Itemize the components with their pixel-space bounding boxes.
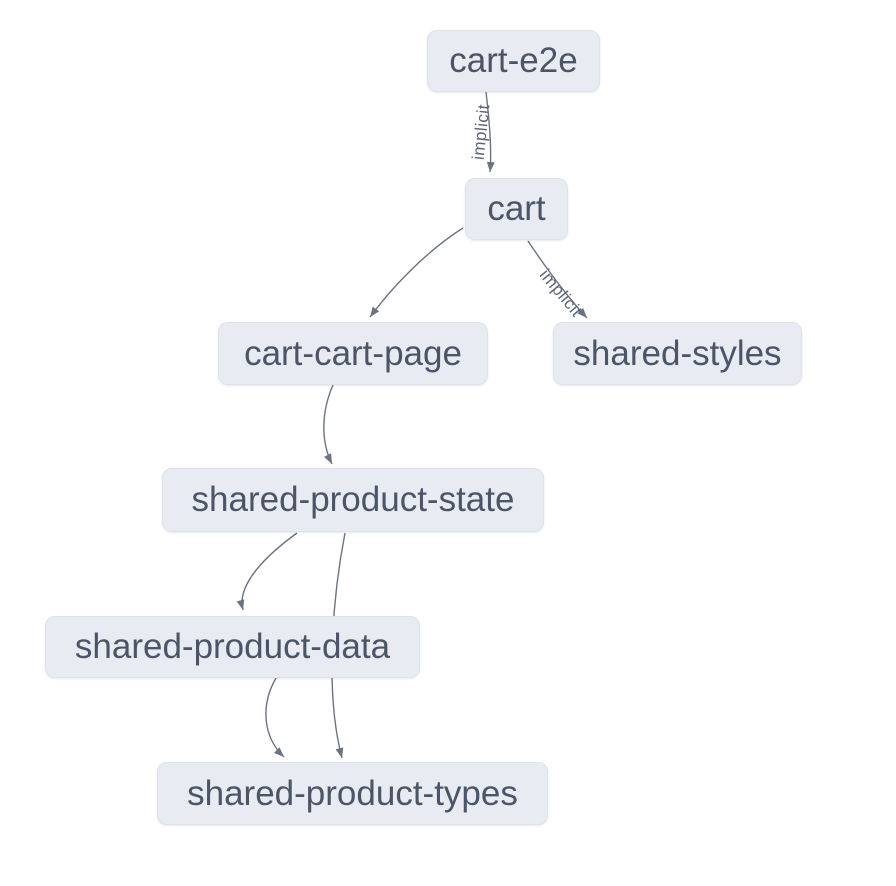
edge-cart-to-shared-styles	[527, 240, 588, 319]
edge-cart-e2e-to-cart	[485, 91, 495, 173]
node-label: shared-product-data	[74, 627, 391, 666]
graph-node-shared-product-state[interactable]: shared-product-state	[162, 468, 544, 532]
edge-shared-product-state-to-shared-product-data	[236, 532, 298, 611]
node-label: shared-styles	[573, 333, 782, 373]
edge-shared-product-data-to-shared-product-types	[265, 677, 285, 758]
graph-node-cart-cart-page[interactable]: cart-cart-page	[218, 322, 488, 385]
graph-node-shared-product-types[interactable]: shared-product-types	[157, 762, 548, 825]
node-label: cart-e2e	[449, 41, 578, 80]
node-label: cart	[487, 189, 546, 228]
node-label: shared-product-types	[187, 773, 518, 813]
node-label: shared-product-state	[191, 480, 515, 519]
node-label: cart-cart-page	[244, 333, 462, 373]
graph-node-cart-e2e[interactable]: cart-e2e	[427, 30, 600, 92]
graph-node-cart[interactable]: cart	[465, 178, 568, 240]
edge-cart-cart-page-to-shared-product-state	[323, 384, 334, 465]
edge-cart-to-cart-cart-page	[369, 227, 464, 318]
graph-node-shared-product-data[interactable]: shared-product-data	[45, 616, 420, 678]
graph-node-shared-styles[interactable]: shared-styles	[553, 322, 802, 385]
